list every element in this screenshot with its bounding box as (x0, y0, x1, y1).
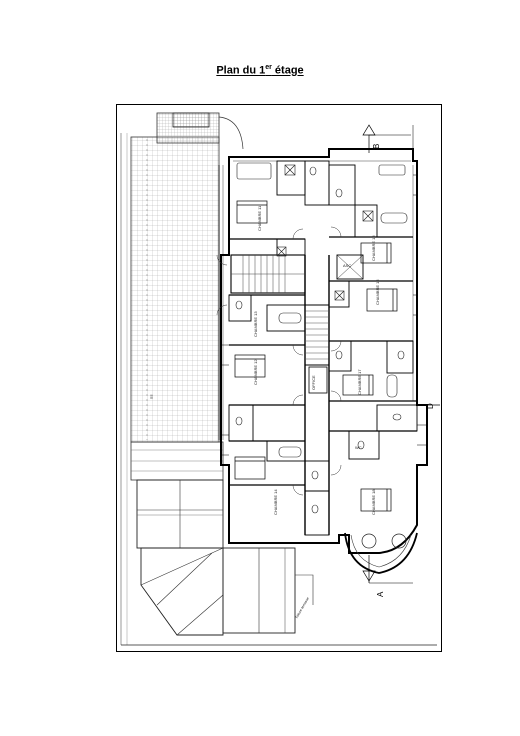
beds (234, 200, 398, 512)
office-box (308, 366, 328, 394)
section-arrow-b (362, 124, 376, 136)
table-icon (361, 533, 377, 549)
terrace-curve (218, 116, 244, 150)
title-end: étage (271, 64, 304, 77)
bay-window (344, 532, 418, 574)
roof-ridge (140, 547, 224, 636)
lift-cross (336, 254, 364, 280)
section-marker-d: D (426, 403, 435, 409)
lower-step (295, 574, 314, 605)
floor-plan-drawing: ≡≡ Toiture terrasse (120, 112, 440, 646)
lower-note: Toiture terrasse (294, 597, 310, 620)
lift-label: ASC (343, 263, 351, 268)
room-label-ch17: CHAMBRE 17 (357, 369, 362, 395)
terrace-label: ≡≡ (149, 394, 154, 399)
table-icon (391, 533, 407, 549)
room-label-ch12: CHAMBRE 12 (253, 359, 258, 385)
lift-box (336, 254, 364, 280)
room-label-ch13: CHAMBRE 13 (253, 311, 258, 337)
terrace-grid (130, 136, 220, 443)
bay-window-inner (350, 534, 412, 568)
room-label-ch18: CHAMBRE 18 (371, 489, 376, 515)
stair-treads (231, 255, 305, 293)
section-arrow-a (362, 570, 376, 582)
roof-hip (140, 547, 224, 636)
room-label-ch16: CHAMBRE 16 (371, 235, 376, 261)
section-marker-a: A (376, 591, 385, 597)
page-title: Plan du 1er étage (0, 64, 520, 77)
door-swings (216, 226, 342, 496)
title-main: Plan du 1 (216, 64, 266, 77)
room-label-ch14: CHAMBRE 14 (273, 489, 278, 515)
office-label: OFFICE (311, 375, 316, 390)
section-marker-b: B (372, 144, 381, 149)
room-label-ch11: CHAMBRE 11 (257, 205, 262, 231)
windows (221, 174, 427, 456)
fixtures (235, 162, 408, 514)
room-label-ch15: CHAMBRE 15 (375, 279, 380, 305)
title-superscript: er (265, 64, 272, 71)
terrace-strip (172, 112, 210, 128)
shaft-marks (276, 164, 374, 301)
bathroom-partitions (228, 160, 418, 536)
building-outline (220, 148, 428, 554)
floor-plan-frame: ≡≡ Toiture terrasse (116, 104, 442, 652)
wc-label: WC (355, 445, 362, 450)
stair-central-treads (305, 310, 329, 360)
